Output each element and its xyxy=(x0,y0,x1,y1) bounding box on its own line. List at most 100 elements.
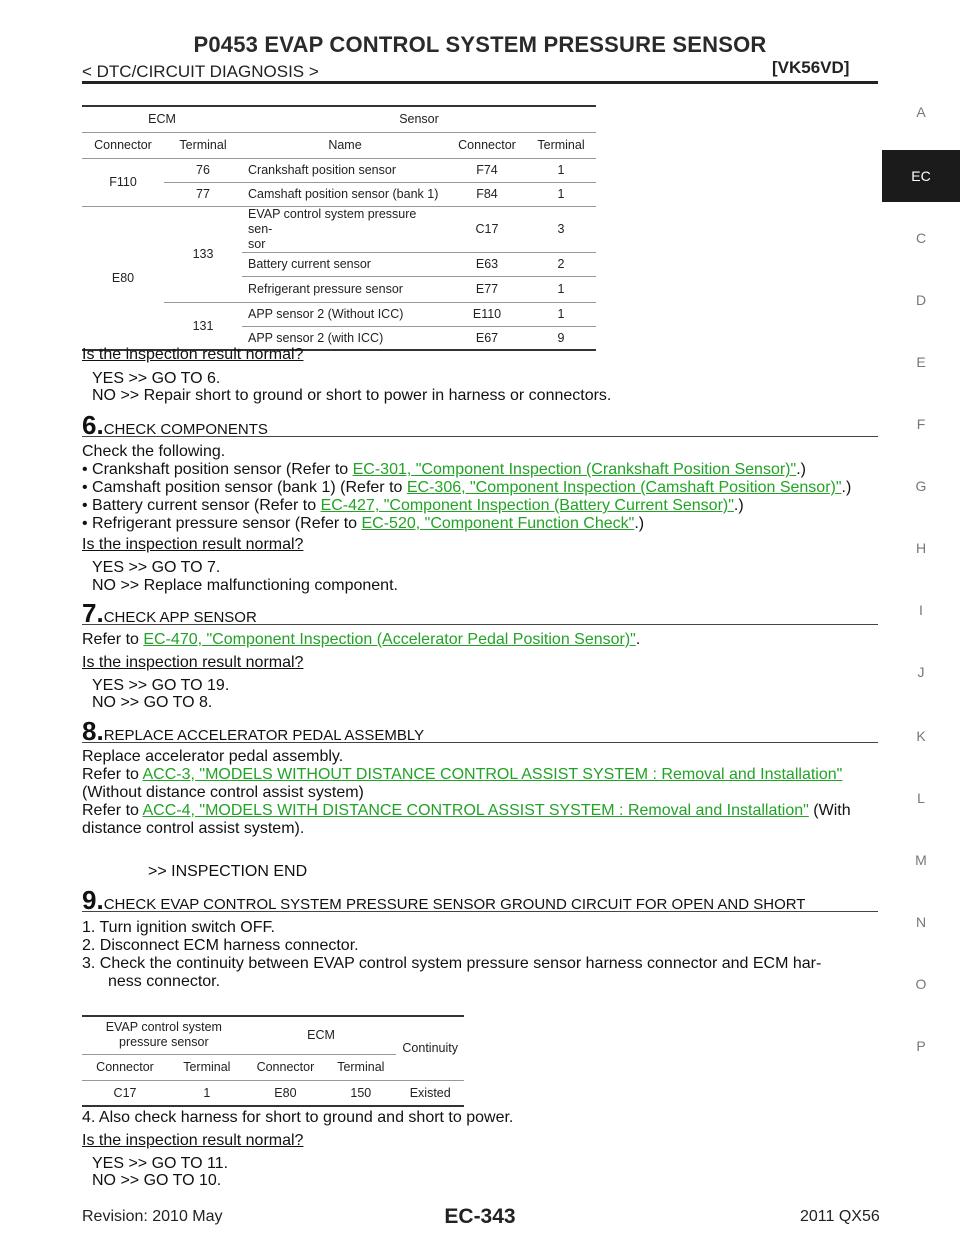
th-connector: Connector xyxy=(96,1060,154,1074)
body-text: Replace accelerator pedal assembly. xyxy=(82,748,344,765)
side-tab-ec[interactable]: EC xyxy=(882,150,960,202)
th-terminal: Terminal xyxy=(179,138,227,152)
cell-terminal: 2 xyxy=(557,257,565,271)
no-line: NO >> GO TO 8. xyxy=(92,694,213,711)
no-line: NO >> Repair short to ground or short to… xyxy=(92,387,612,404)
side-tab-p[interactable]: P xyxy=(916,1038,926,1054)
side-tab-i[interactable]: I xyxy=(919,602,923,618)
revision-label: Revision: 2010 May xyxy=(82,1208,223,1225)
list-item: • Crankshaft position sensor (Refer to E… xyxy=(82,461,806,478)
step-number: 9. xyxy=(82,885,104,915)
side-tab-e[interactable]: E xyxy=(916,354,926,370)
cell-terminal-133: 133 xyxy=(164,206,242,303)
side-tab-m[interactable]: M xyxy=(915,852,927,868)
end-line: >> INSPECTION END xyxy=(148,863,308,880)
list-item: • Battery current sensor (Refer to EC-42… xyxy=(82,497,744,514)
side-tab-j[interactable]: J xyxy=(917,664,925,680)
cell-connector-f110: F110 xyxy=(82,158,164,207)
ref-link[interactable]: EC-520, "Component Function Check" xyxy=(361,515,635,532)
ref-link[interactable]: ACC-3, "MODELS WITHOUT DISTANCE CONTROL … xyxy=(142,766,843,783)
th-connector-2: Connector xyxy=(256,1060,315,1074)
step-6-heading: 6.CHECK COMPONENTS xyxy=(82,410,878,440)
th-ecm: ECM xyxy=(148,112,176,127)
th-ecm: ECM xyxy=(307,1028,335,1043)
question-label: Is the inspection result normal? xyxy=(82,654,304,671)
step-9-heading: 9.CHECK EVAP CONTROL SYSTEM PRESSURE SEN… xyxy=(82,885,878,915)
cell-connector-e80: E80 xyxy=(82,206,164,351)
cell-terminal: 1 xyxy=(557,187,565,201)
cell-terminal: 1 xyxy=(557,163,565,177)
th-name: Name xyxy=(328,138,362,152)
th-terminal-2: Terminal xyxy=(337,1060,385,1074)
ref-link[interactable]: EC-301, "Component Inspection (Crankshaf… xyxy=(352,461,797,478)
page-number: EC-343 xyxy=(444,1205,516,1228)
side-tab-n[interactable]: N xyxy=(915,914,927,930)
side-tab-h[interactable]: H xyxy=(915,540,927,556)
cell-terminal: 1 xyxy=(557,307,565,321)
side-tab-g[interactable]: G xyxy=(915,478,927,494)
no-line: NO >> Replace malfunctioning component. xyxy=(92,577,398,594)
question-label: Is the inspection result normal? xyxy=(82,1132,304,1149)
body-text: 4. Also check harness for short to groun… xyxy=(82,1109,514,1126)
question-label: Is the inspection result normal? xyxy=(82,536,304,553)
no-line: NO >> GO TO 10. xyxy=(92,1172,222,1189)
ref-link[interactable]: ACC-4, "MODELS WITH DISTANCE CONTROL ASS… xyxy=(142,802,809,819)
cell-terminal: 9 xyxy=(557,330,565,345)
list-item: • Camshaft position sensor (bank 1) (Ref… xyxy=(82,479,852,496)
yes-line: YES >> GO TO 7. xyxy=(92,559,221,576)
cell-connector: E110 xyxy=(472,307,502,321)
ref-link[interactable]: EC-306, "Component Inspection (Camshaft … xyxy=(406,479,842,496)
yes-line: YES >> GO TO 6. xyxy=(92,370,221,387)
cell-connector: C17 xyxy=(113,1085,137,1100)
cell-connector: F84 xyxy=(476,187,498,201)
side-tab-o[interactable]: O xyxy=(915,976,927,992)
side-tab-a[interactable]: A xyxy=(916,104,926,120)
cell-connector: F74 xyxy=(476,163,498,177)
cell-continuity: Existed xyxy=(409,1085,451,1100)
body-text: Check the following. xyxy=(82,443,226,460)
cell-terminal: 77 xyxy=(196,187,210,201)
cell-name: APP sensor 2 (with ICC) xyxy=(248,330,384,345)
body-text: ness connector. xyxy=(108,973,221,990)
step-number: 6. xyxy=(82,410,104,440)
connector-table: ECM Sensor Connector Terminal Name Conne… xyxy=(82,105,596,351)
body-text: 2. Disconnect ECM harness connector. xyxy=(82,937,359,954)
step-title: REPLACE ACCELERATOR PEDAL ASSEMBLY xyxy=(103,727,425,744)
section-label: < DTC/CIRCUIT DIAGNOSIS > xyxy=(82,62,319,81)
cell-terminal: 1 xyxy=(557,282,565,296)
page-title: P0453 EVAP CONTROL SYSTEM PRESSURE SENSO… xyxy=(193,32,767,57)
step-number: 8. xyxy=(82,716,104,746)
cell-name: EVAP control system pressure sen-sor xyxy=(248,206,417,251)
cell-name: Crankshaft position sensor xyxy=(248,163,396,177)
step-title: CHECK APP SENSOR xyxy=(103,609,257,626)
side-tab-d[interactable]: D xyxy=(915,292,927,308)
th-sensor: Sensor xyxy=(399,112,439,127)
side-tab-f[interactable]: F xyxy=(916,416,926,432)
cell-terminal-131: 131 xyxy=(164,302,242,351)
step-8-heading: 8.REPLACE ACCELERATOR PEDAL ASSEMBLY xyxy=(82,716,878,746)
step-7-heading: 7.CHECK APP SENSOR xyxy=(82,598,878,628)
list-item: • Refrigerant pressure sensor (Refer to … xyxy=(82,515,645,532)
body-text: 3. Check the continuity between EVAP con… xyxy=(82,955,822,972)
th-continuity: Continuity xyxy=(396,1016,464,1081)
body-text: distance control assist system). xyxy=(82,820,305,837)
model-year-label: 2011 QX56 xyxy=(800,1208,880,1225)
th-terminal: Terminal xyxy=(183,1060,231,1074)
side-tab-c[interactable]: C xyxy=(915,230,927,246)
side-tab-k[interactable]: K xyxy=(916,728,926,744)
cell-name: Camshaft position sensor (bank 1) xyxy=(248,187,439,201)
yes-line: YES >> GO TO 11. xyxy=(92,1155,229,1172)
step-title: CHECK EVAP CONTROL SYSTEM PRESSURE SENSO… xyxy=(103,896,806,913)
header-rule xyxy=(82,81,878,84)
cell-connector: E77 xyxy=(475,282,499,296)
cell-name: APP sensor 2 (Without ICC) xyxy=(248,307,404,321)
side-tab-l[interactable]: L xyxy=(917,790,925,806)
ref-link[interactable]: EC-427, "Component Inspection (Battery C… xyxy=(320,497,734,514)
cell-connector: C17 xyxy=(475,222,499,236)
body-text: (Without distance control assist system) xyxy=(82,784,364,801)
cell-terminal: 3 xyxy=(557,222,565,236)
ref-link[interactable]: EC-470, "Component Inspection (Accelerat… xyxy=(143,631,636,648)
cell-terminal: 76 xyxy=(196,163,210,177)
